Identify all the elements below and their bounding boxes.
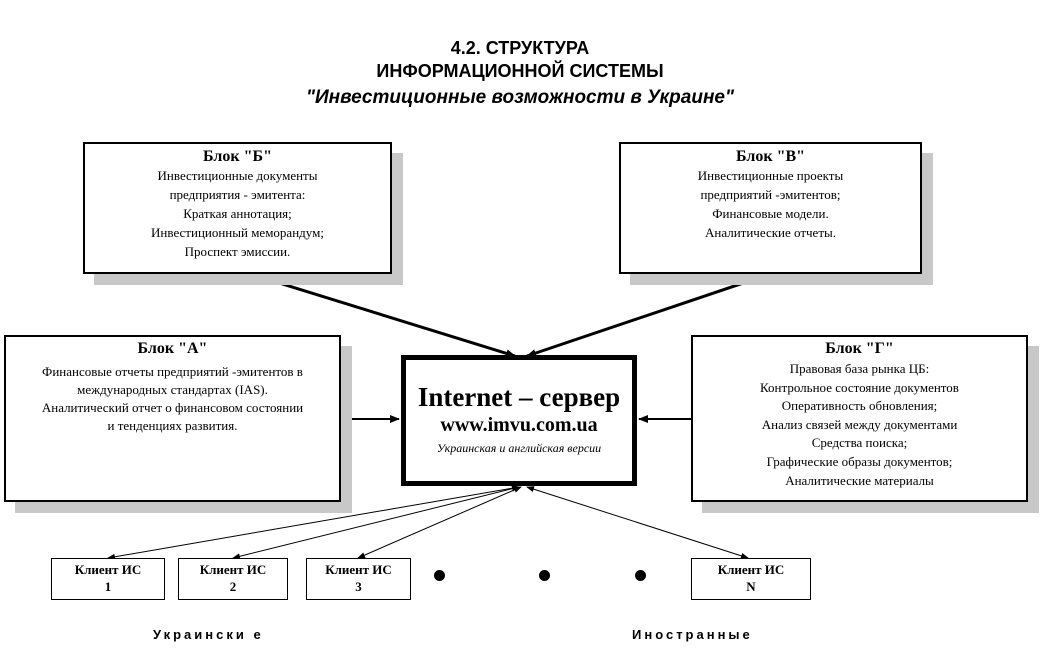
arrow-server-client-3 bbox=[357, 486, 522, 559]
diagram-title-line2: ИНФОРМАЦИОННОЙ СИСТЕМЫ bbox=[376, 61, 664, 81]
block-v: Блок "В" Инвестиционные проекты предприя… bbox=[619, 142, 922, 274]
block-b-line: предприятия - эмитента: bbox=[169, 187, 306, 202]
block-v-heading: Блок "В" bbox=[736, 148, 805, 165]
client-box-1: Клиент ИС 1 bbox=[51, 558, 165, 600]
block-g-line: Оперативность обновления; bbox=[781, 398, 938, 414]
server-title: Internet – сервер bbox=[417, 382, 621, 412]
block-v-line: Финансовые модели. bbox=[712, 206, 829, 221]
internet-server-box: Internet – сервер www.imvu.com.ua Украин… bbox=[401, 355, 637, 486]
arrow-block-v-to-server bbox=[526, 272, 771, 358]
arrow-server-client-n bbox=[526, 486, 749, 559]
block-a-line: Аналитический отчет о финансовом состоян… bbox=[41, 400, 304, 415]
client-label: Клиент ИС bbox=[717, 562, 785, 577]
block-g-line: Контрольное состояние документов bbox=[760, 379, 959, 395]
ellipsis-dot bbox=[635, 570, 646, 581]
client-box-n: Клиент ИС N bbox=[691, 558, 811, 600]
block-b: Блок "Б" Инвестиционные документы предпр… bbox=[83, 142, 392, 274]
diagram-subtitle: "Инвестиционные возможности в Украине" bbox=[305, 87, 735, 108]
client-number: 3 bbox=[355, 579, 362, 594]
block-b-line: Инвестиционные документы bbox=[157, 168, 318, 183]
client-number: N bbox=[746, 579, 756, 594]
server-note: Украинская и английская версии bbox=[436, 441, 602, 455]
client-label: Клиент ИС bbox=[199, 562, 267, 577]
block-g-line: Правовая база рынка ЦБ: bbox=[789, 361, 930, 376]
block-v-line: Аналитические отчеты. bbox=[705, 225, 836, 240]
client-box-3: Клиент ИС 3 bbox=[306, 558, 411, 600]
block-b-line: Инвестиционный меморандум; bbox=[151, 225, 324, 240]
diagram-title-line1: 4.2. СТРУКТУРА bbox=[450, 38, 590, 58]
block-g-line: Анализ связей между документами bbox=[761, 416, 958, 432]
block-v-line: предприятий -эмитентов; bbox=[700, 187, 841, 202]
client-number: 1 bbox=[104, 579, 112, 594]
block-a-line: Финансовые отчеты предприятий -эмитентов… bbox=[42, 364, 303, 379]
group-label-ukrainian: Украински е bbox=[153, 627, 264, 642]
block-b-line: Проспект эмиссии. bbox=[184, 244, 291, 259]
server-url: www.imvu.com.ua bbox=[440, 414, 598, 436]
client-number: 2 bbox=[229, 579, 237, 594]
client-label: Клиент ИС bbox=[74, 562, 142, 577]
block-a-line: международных стандартах (IAS). bbox=[77, 382, 268, 397]
arrow-block-b-to-server bbox=[249, 272, 516, 358]
block-a-line: и тенденциях развития. bbox=[107, 418, 238, 433]
client-box-2: Клиент ИС 2 bbox=[178, 558, 288, 600]
block-g-line: Графические образы документов; bbox=[766, 453, 953, 469]
block-g: Блок "Г" Правовая база рынка ЦБ: Контрол… bbox=[691, 335, 1028, 502]
block-b-line: Краткая аннотация; bbox=[183, 206, 292, 221]
block-g-line: Аналитические материалы bbox=[785, 472, 934, 488]
block-a-heading: Блок "А" bbox=[137, 340, 208, 357]
block-g-line: Средства поиска; bbox=[811, 435, 908, 451]
group-label-foreign: Иностранные bbox=[632, 627, 753, 642]
block-a: Блок "А" Финансовые отчеты предприятий -… bbox=[4, 335, 341, 502]
block-v-line: Инвестиционные проекты bbox=[697, 168, 844, 183]
ellipsis-dot bbox=[539, 570, 550, 581]
ellipsis-dot bbox=[434, 570, 445, 581]
block-b-heading: Блок "Б" bbox=[203, 148, 272, 165]
client-label: Клиент ИС bbox=[325, 562, 392, 577]
block-g-heading: Блок "Г" bbox=[825, 340, 894, 357]
